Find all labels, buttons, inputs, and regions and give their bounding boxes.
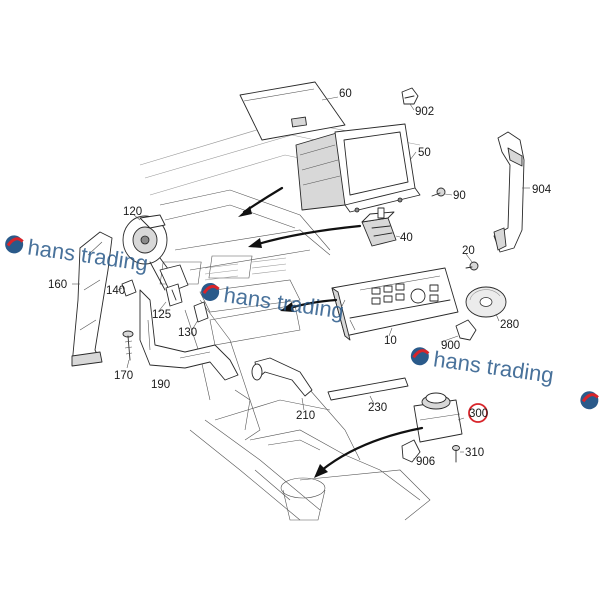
part-10-head-unit (331, 267, 459, 341)
assembly-arrows (238, 186, 424, 478)
callout-210[interactable]: 210 (296, 410, 315, 422)
part-170-bolt (122, 330, 134, 361)
callout-902[interactable]: 902 (415, 106, 434, 118)
part-60-cover (239, 81, 346, 141)
part-904-grab-handle (493, 131, 525, 253)
part-310-screw (452, 445, 460, 463)
callout-160[interactable]: 160 (48, 279, 67, 291)
callout-60[interactable]: 60 (339, 88, 352, 100)
callout-40[interactable]: 40 (400, 232, 413, 244)
callout-300[interactable]: 300 (469, 408, 488, 420)
callout-labels: 60 902 50 90 904 120 40 20 160 140 125 1… (48, 88, 552, 468)
part-300-controller (413, 392, 463, 443)
callout-20[interactable]: 20 (462, 245, 475, 257)
callout-170[interactable]: 170 (114, 370, 133, 382)
callout-310[interactable]: 310 (465, 447, 484, 459)
part-125-actuator (165, 283, 183, 307)
part-140-clip (121, 279, 137, 297)
callout-125[interactable]: 125 (152, 309, 171, 321)
callout-50[interactable]: 50 (418, 147, 431, 159)
callout-90[interactable]: 90 (453, 190, 466, 202)
highlight-ring (468, 403, 488, 423)
callout-280[interactable]: 280 (500, 319, 519, 331)
part-230-trim (327, 377, 409, 401)
leader-lines (72, 96, 530, 460)
callout-190[interactable]: 190 (151, 379, 170, 391)
part-120-blower (122, 214, 189, 293)
callout-130[interactable]: 130 (178, 327, 197, 339)
part-90-screw (431, 187, 446, 197)
part-190-duct (139, 289, 239, 381)
part-902-clip (401, 87, 419, 105)
callout-120[interactable]: 120 (123, 206, 142, 218)
callout-904[interactable]: 904 (532, 184, 552, 196)
callout-10[interactable]: 10 (384, 335, 397, 347)
part-280-disc (465, 286, 507, 318)
part-160-duct (71, 231, 113, 367)
watermark-text: hans trading (222, 282, 345, 324)
part-900-clip (455, 319, 477, 341)
callout-230[interactable]: 230 (368, 402, 387, 414)
callout-906[interactable]: 906 (416, 456, 435, 468)
part-130-bracket (193, 301, 209, 323)
callout-900[interactable]: 900 (441, 340, 460, 352)
part-50-display (295, 123, 421, 213)
part-40-module (361, 207, 397, 247)
callout-140[interactable]: 140 (106, 285, 125, 297)
part-20-screw (465, 261, 479, 271)
part-906-clip (401, 439, 421, 463)
part-210-hose (251, 357, 313, 397)
watermark-text: hans trading (432, 346, 555, 388)
watermark-center: hans trading (201, 282, 346, 324)
